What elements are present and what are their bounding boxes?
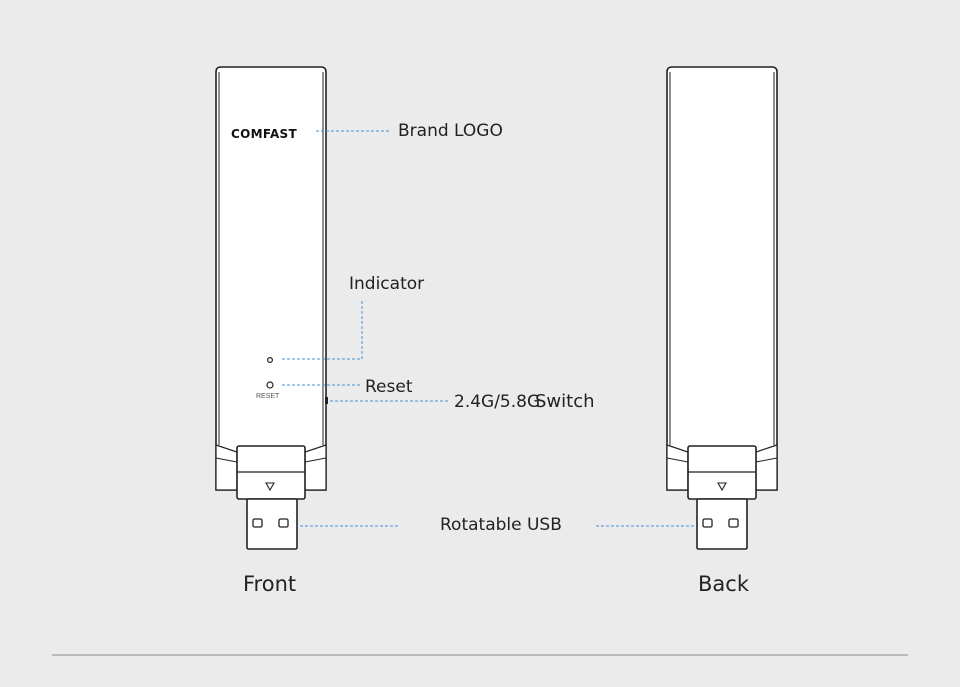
callout-reset: Reset (365, 377, 413, 397)
front-cap-left-chamfer (215, 444, 238, 491)
front-usb-plug[interactable] (246, 498, 298, 550)
leader-indicator (282, 300, 363, 360)
back-cap-left-line (666, 457, 689, 463)
back-device-body (666, 66, 778, 491)
back-cap-right-chamfer (755, 444, 778, 491)
back-cap-left-chamfer (666, 444, 689, 491)
front-usb-hole-right-icon (278, 518, 289, 528)
indicator-led-icon (267, 357, 274, 364)
front-usb-hole-left-icon (252, 518, 263, 528)
back-usb-plug[interactable] (696, 498, 748, 550)
front-device-body (215, 66, 327, 491)
back-rotate-triangle-icon (717, 482, 727, 492)
band-switch-slider[interactable] (325, 397, 328, 404)
view-label-back: Back (698, 572, 749, 596)
front-rotate-triangle-icon (265, 482, 275, 492)
back-usb-hole-left-icon (702, 518, 713, 528)
front-cap-right-line (304, 457, 327, 463)
front-device (215, 66, 328, 550)
back-cap-right-line (755, 457, 778, 463)
back-device (666, 66, 778, 550)
callout-indicator: Indicator (349, 274, 425, 294)
callout-switch-word: Switch (535, 391, 595, 412)
callout-brand-logo: Brand LOGO (398, 121, 503, 141)
front-cap-right-chamfer (304, 444, 327, 491)
reset-button-icon[interactable] (266, 381, 274, 389)
reset-small-label: RESET (256, 393, 280, 400)
callout-switch-band: 2.4G/5.8G (454, 392, 541, 412)
back-usb-hole-right-icon (728, 518, 739, 528)
brand-logo: COMFAST (231, 127, 297, 141)
leader-lines (282, 130, 695, 527)
front-cap-left-line (215, 457, 238, 463)
view-label-front: Front (243, 572, 297, 596)
callout-rotatable-usb: Rotatable USB (440, 515, 562, 535)
